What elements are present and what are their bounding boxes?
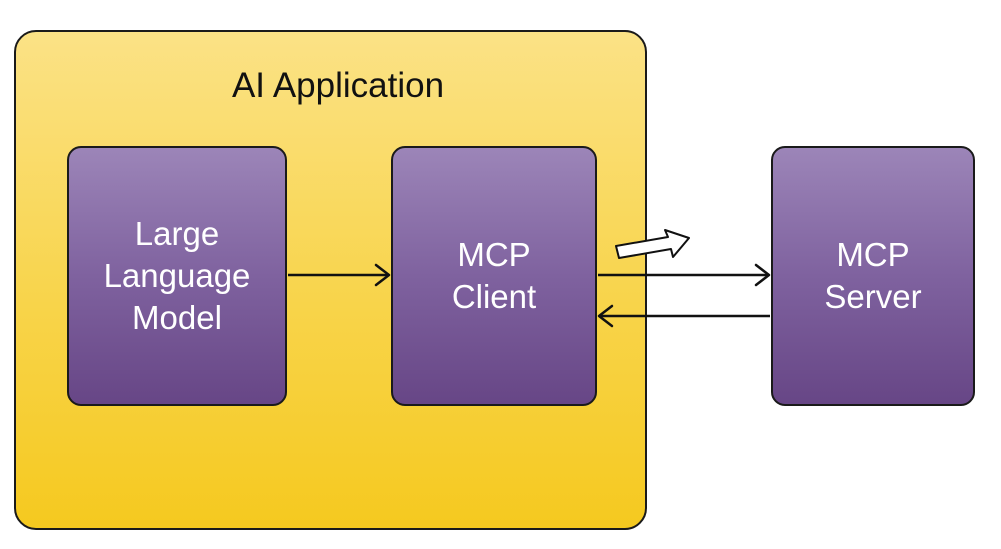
mcp-client-node: MCP Client bbox=[391, 146, 597, 406]
large-language-model-label: Large Language Model bbox=[103, 215, 251, 336]
large-language-model-node: Large Language Model bbox=[67, 146, 287, 406]
mcp-server-label: MCP Server bbox=[824, 236, 922, 315]
mcp-server-node: MCP Server bbox=[771, 146, 975, 406]
mcp-client-label: MCP Client bbox=[451, 236, 537, 315]
ai-application-title: AI Application bbox=[231, 66, 445, 105]
